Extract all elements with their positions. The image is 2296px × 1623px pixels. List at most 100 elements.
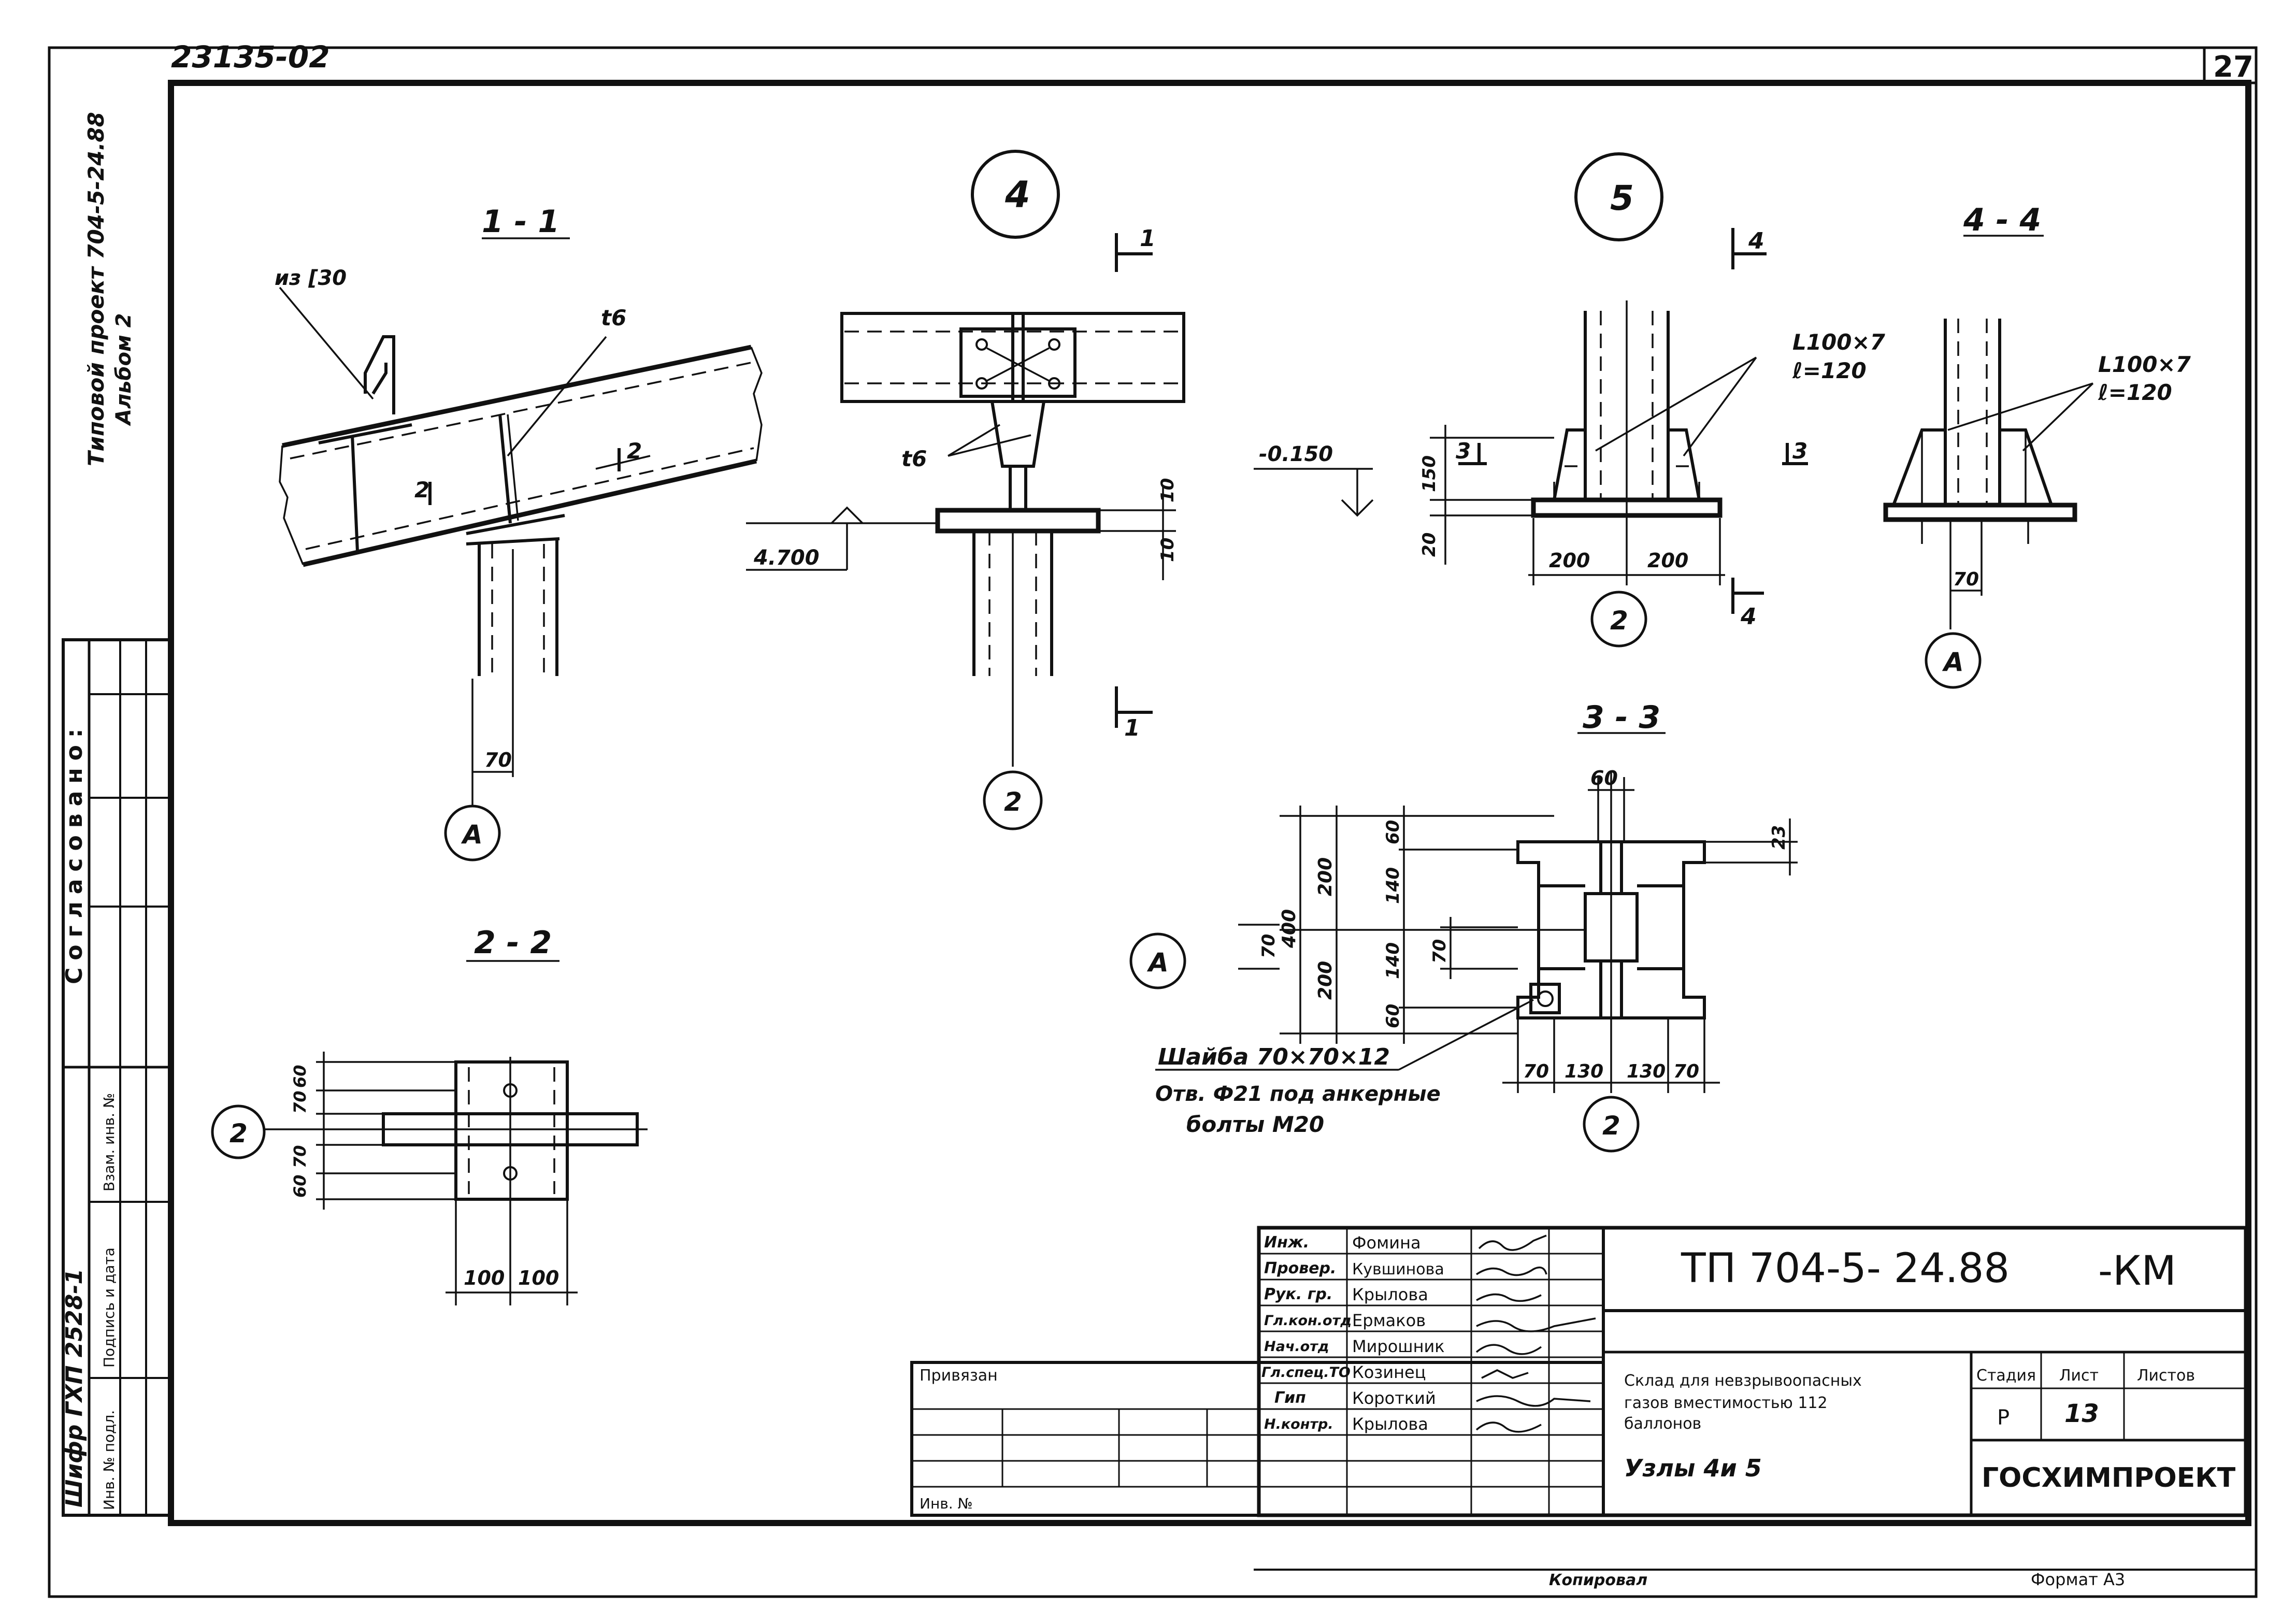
side-title-album: Альбом 2	[112, 313, 136, 426]
section-3-3-note-hole: Отв. Ф21 под анкерные	[1155, 1082, 1441, 1106]
section-4-4-angle: L100×7	[2098, 352, 2191, 377]
sheet-frame	[48, 46, 2258, 1598]
node-5-axis: 2	[1610, 606, 1628, 636]
node-5-dim-left: 200	[1549, 549, 1590, 572]
section-3-3-dim-70-b: 70	[1429, 939, 1450, 964]
signatures	[1475, 1234, 1596, 1433]
section-1-1-dim-70: 70	[484, 749, 512, 771]
section-3-3-dim-200-bottom: 200	[1315, 961, 1336, 1000]
node-4-dim-top: 10	[1157, 478, 1178, 502]
side-title-project: Типовой проект 704-5-24.88	[83, 112, 109, 466]
node-4-t-label: t6	[901, 446, 927, 471]
section-3-3-dim-top: 60	[1590, 767, 1618, 789]
project-description-1: Склад для невзрывоопасных	[1624, 1372, 1862, 1390]
section-3-3-axis-bottom: 2	[1602, 1111, 1620, 1141]
name-engineer: Фомина	[1352, 1233, 1421, 1253]
section-3-3	[1129, 732, 1798, 1153]
name-group-lead: Крылова	[1352, 1285, 1428, 1304]
node-5-dim-20: 20	[1419, 533, 1440, 557]
node-5-cut-bottom: 4	[1740, 604, 1757, 630]
copied-caption: Копировал	[1549, 1571, 1647, 1589]
section-2-2-dim-h-2: 100	[518, 1267, 559, 1289]
section-3-3-dim-23: 23	[1769, 825, 1789, 850]
section-1-1-cut-right: 2	[627, 438, 642, 464]
section-2-2-dim-v-2: 70	[290, 1090, 310, 1114]
section-3-3-dim-400: 400	[1279, 909, 1300, 949]
node-5-cut3-right: 3	[1792, 438, 1807, 464]
section-4-4	[1883, 235, 2094, 689]
format-caption: Формат А3	[2031, 1570, 2125, 1589]
side-cipher: Шифр ГХП 2528-1	[61, 1269, 88, 1507]
name-chief-specialist: Козинец	[1352, 1362, 1426, 1382]
section-4-4-title: 4 - 4	[1963, 202, 2041, 238]
doc-id: 23135-02	[171, 39, 330, 75]
node-5-cut-top: 4	[1748, 228, 1764, 254]
col-sheet-header: Лист	[2059, 1367, 2099, 1385]
section-4-4-axis: А	[1942, 647, 1964, 677]
node-4-dim-bottom: 10	[1157, 538, 1178, 562]
name-norm-control: Крылова	[1352, 1414, 1428, 1434]
organization: ГОСХИМПРОЕКТ	[1982, 1462, 2236, 1493]
role-chief-designer: Гл.кон.отд	[1264, 1313, 1352, 1329]
col-stage-header: Стадия	[1976, 1367, 2036, 1385]
section-1-1-axis: А	[461, 820, 483, 850]
role-group-lead: Рук. гр.	[1264, 1285, 1332, 1303]
name-chief-designer: Ермаков	[1352, 1311, 1426, 1330]
col-sheets-header: Листов	[2137, 1367, 2195, 1385]
node-4-title: 4	[1005, 174, 1030, 216]
section-3-3-dim-130-left: 130	[1565, 1061, 1603, 1082]
name-dept-head: Мирошник	[1352, 1337, 1445, 1356]
section-2-2-dim-v-3: 70	[290, 1145, 310, 1168]
node-4-cut-top: 1	[1140, 225, 1156, 252]
title-block	[910, 1226, 2248, 1517]
node-5-angle: L100×7	[1792, 329, 1886, 355]
section-4-4-angle-length: ℓ=120	[2098, 380, 2172, 405]
side-agreed: Согласовано:	[61, 722, 88, 985]
project-description-2: газов вместимостью 112	[1624, 1394, 1828, 1412]
stage-value: Р	[1997, 1406, 2010, 1430]
section-2-2-title: 2 - 2	[474, 925, 552, 961]
role-gip: Гип	[1274, 1389, 1306, 1407]
section-1-1-title: 1 - 1	[482, 204, 559, 240]
side-strip	[62, 638, 173, 1517]
node-4-cut-bottom: 1	[1124, 715, 1140, 741]
sheet-title: Узлы 4и 5	[1624, 1454, 1762, 1482]
project-code: ТП 704-5- 24.88	[1681, 1245, 2010, 1292]
section-3-3-dim-130-right: 130	[1627, 1061, 1666, 1082]
role-checked: Провер.	[1264, 1259, 1336, 1277]
project-description-3: баллонов	[1624, 1415, 1701, 1433]
role-engineer: Инж.	[1264, 1233, 1309, 1252]
side-col-repl-inv: Взам. инв. №	[101, 1093, 118, 1191]
node-5-elevation: -0.150	[1259, 442, 1333, 466]
section-1-1-t-label: t6	[601, 305, 626, 331]
node-5-dim-150: 150	[1419, 455, 1440, 492]
node-5	[1254, 152, 1808, 648]
section-3-3-dim-140-top: 140	[1383, 867, 1403, 904]
section-2-2-axis: 2	[229, 1118, 248, 1148]
section-1-1	[279, 237, 763, 861]
attached-label: Привязан	[920, 1367, 998, 1385]
section-4-4-dim-70: 70	[1953, 569, 1979, 590]
section-2-2-dim-v-4: 60	[290, 1174, 310, 1198]
node-4-axis: 2	[1004, 787, 1022, 817]
section-3-3-dim-70-right: 70	[1673, 1061, 1699, 1082]
section-3-3-dim-60-bottom: 60	[1383, 1004, 1403, 1028]
sheet-number: 27	[2213, 50, 2254, 84]
node-5-dim-right: 200	[1647, 549, 1688, 572]
section-3-3-axis-left: А	[1146, 947, 1169, 978]
side-col-sign-date: Подпись и дата	[101, 1247, 118, 1368]
name-checked: Кувшинова	[1352, 1260, 1444, 1279]
role-norm-control: Н.контр.	[1264, 1416, 1333, 1432]
section-3-3-dim-70-left: 70	[1523, 1061, 1549, 1082]
section-3-3-title: 3 - 3	[1583, 699, 1660, 736]
section-3-3-dim-60-top: 60	[1383, 820, 1403, 844]
side-col-inv-orig: Инв. № подл.	[101, 1410, 118, 1510]
node-5-angle-length: ℓ=120	[1792, 358, 1867, 383]
node-5-cut3-left: 3	[1456, 438, 1471, 464]
section-3-3-note-washer: Шайба 70×70×12	[1158, 1044, 1390, 1070]
node-4-elevation: 4.700	[753, 546, 820, 570]
section-3-3-dim-70-a: 70	[1258, 934, 1279, 958]
section-3-3-dim-200-top: 200	[1315, 857, 1336, 896]
name-gip: Короткий	[1352, 1388, 1436, 1408]
